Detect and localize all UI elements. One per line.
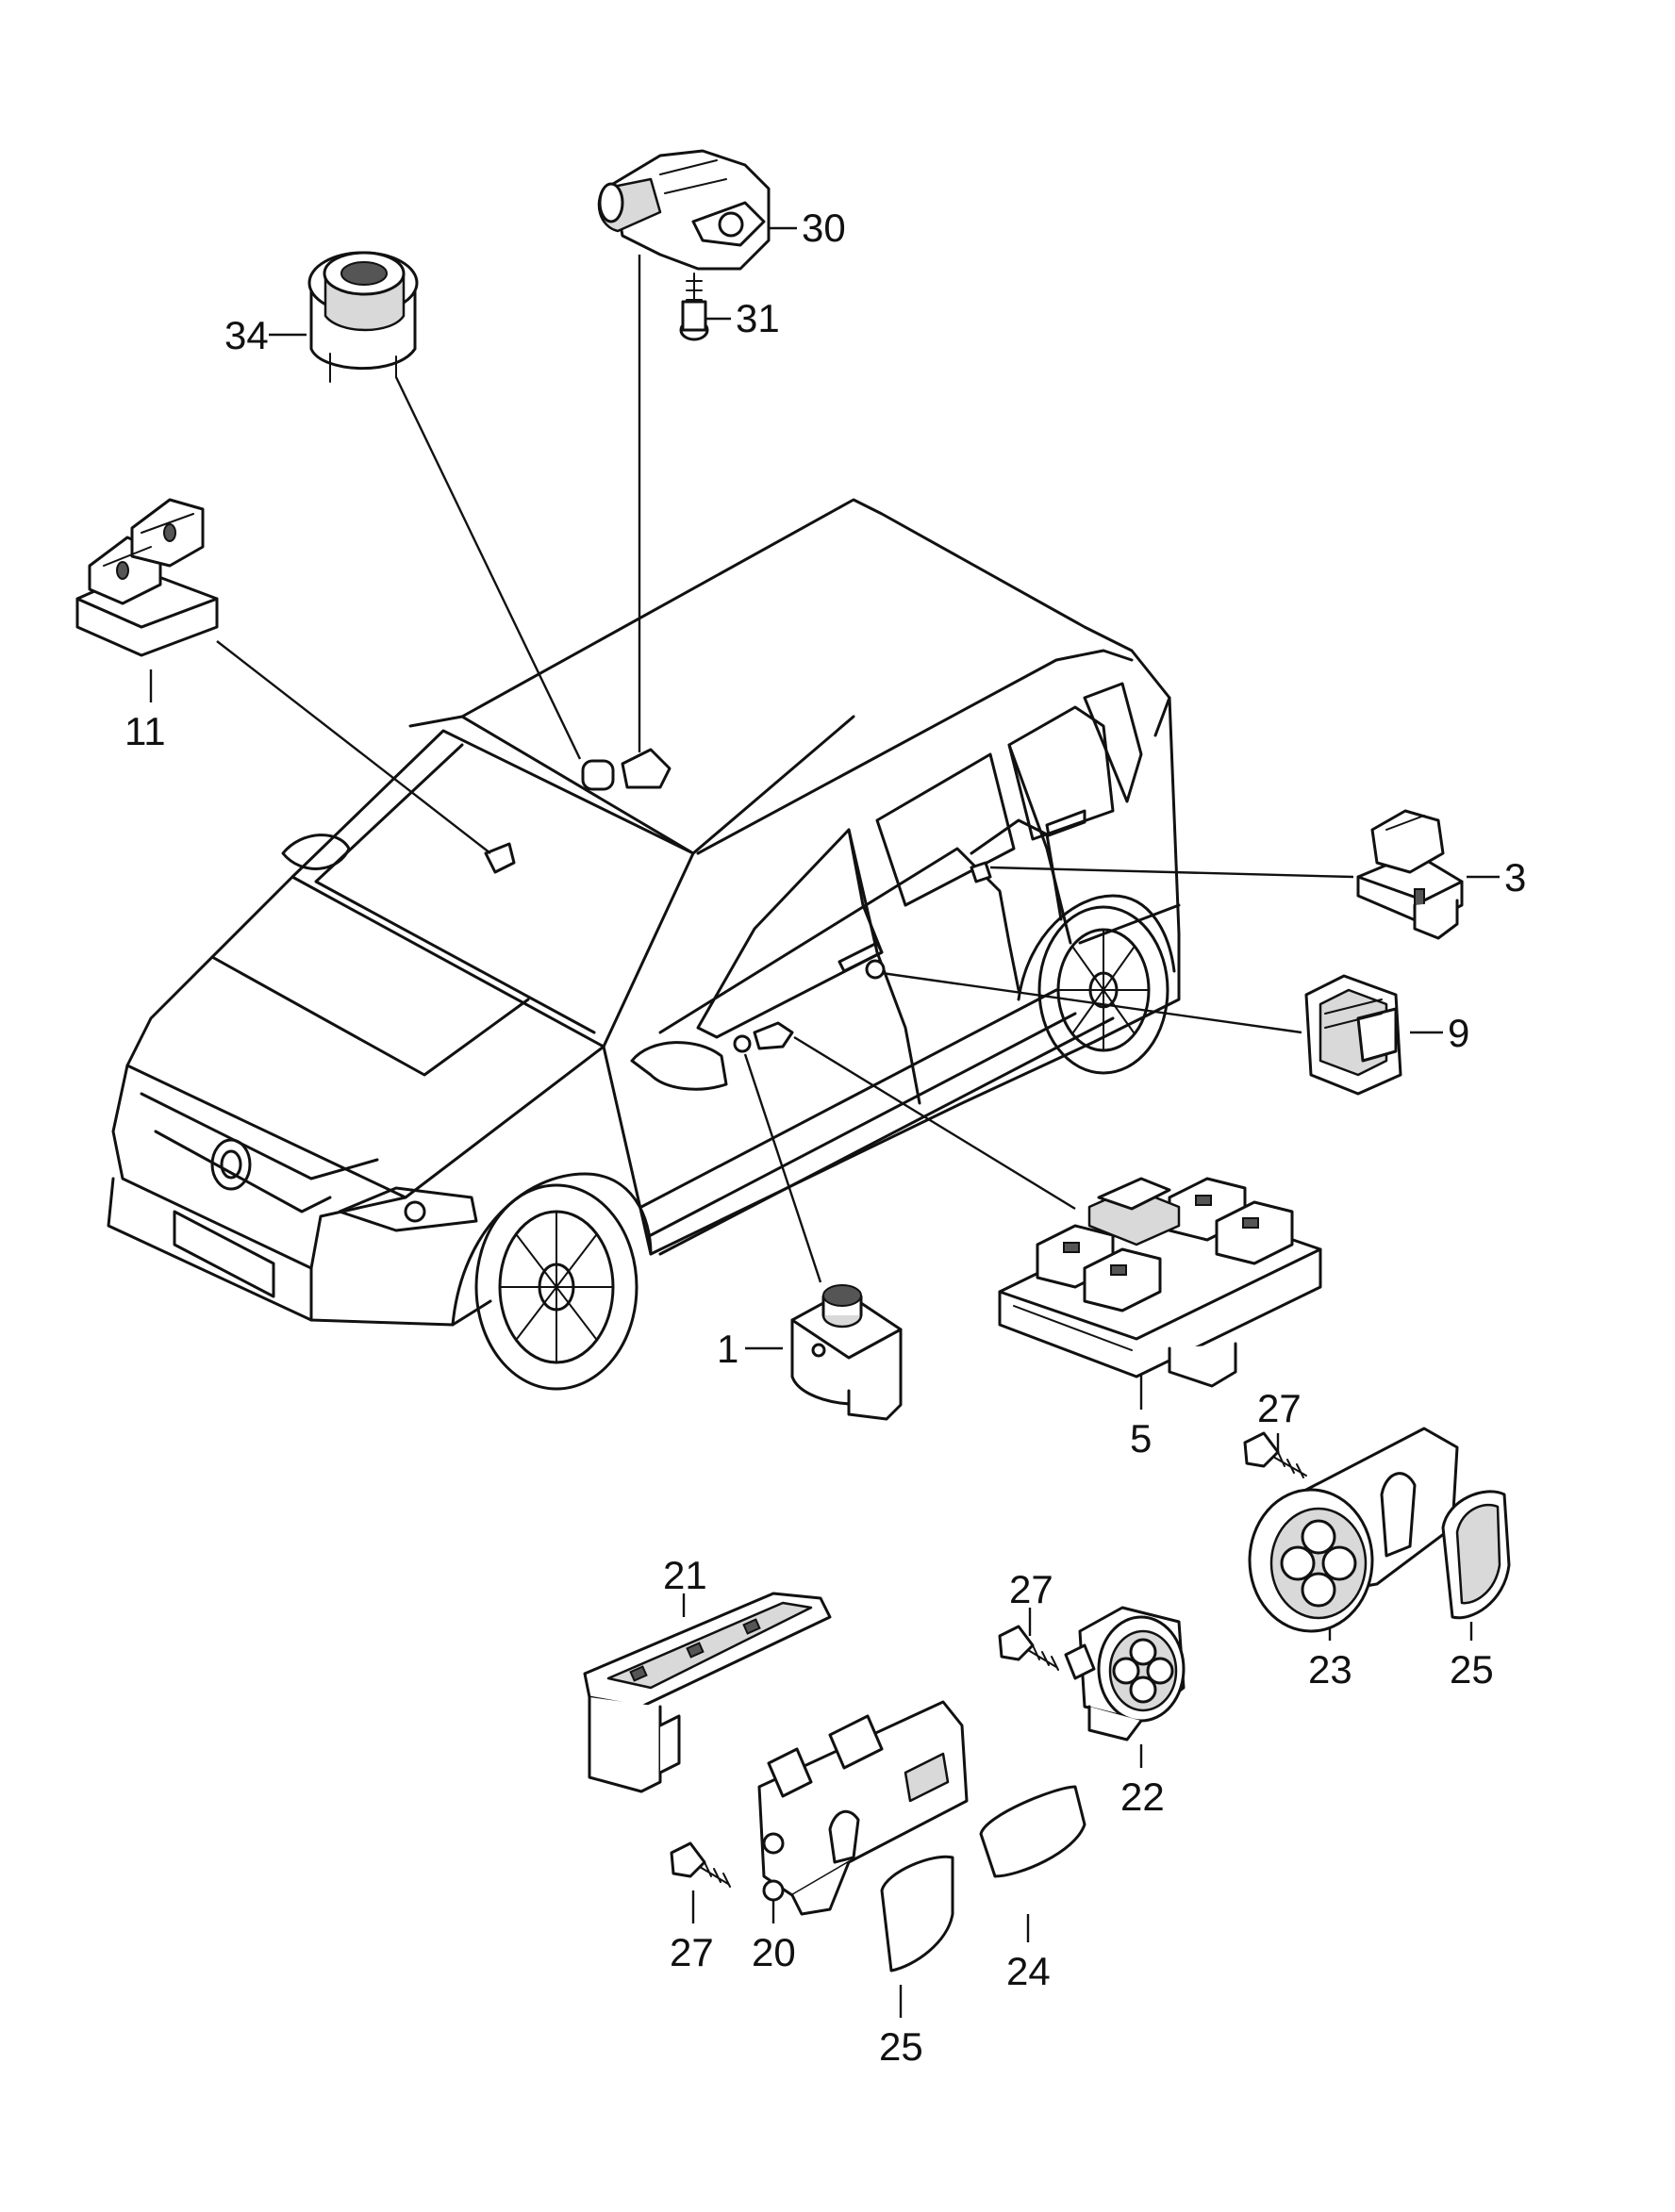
part-23-seat-adjust-switch <box>1248 1427 1459 1633</box>
part-27-screw-top <box>1243 1431 1307 1478</box>
part-5-master-window-switch <box>998 1177 1322 1388</box>
callout-5: 5 <box>1130 1416 1152 1461</box>
callout-27-middle: 27 <box>1009 1567 1053 1611</box>
callout-9: 9 <box>1448 1011 1469 1055</box>
callout-11: 11 <box>124 709 166 753</box>
part-24-cover <box>979 1785 1086 1878</box>
leader-lines <box>149 226 1500 2018</box>
callout-31: 31 <box>736 296 780 340</box>
callout-27-top: 27 <box>1257 1386 1302 1430</box>
part-25-cover-left <box>880 1855 954 1973</box>
callout-20: 20 <box>752 1930 796 1974</box>
part-27-screw-middle <box>998 1625 1059 1671</box>
callout-22: 22 <box>1120 1775 1165 1819</box>
part-34-rotary-switch <box>307 251 419 383</box>
callout-21: 21 <box>663 1553 707 1597</box>
part-22-seat-adjust-switch <box>1064 1606 1186 1742</box>
part-1-mirror-adjust-switch <box>790 1284 903 1421</box>
callout-3: 3 <box>1504 855 1526 900</box>
part-20-control-unit <box>757 1700 969 1916</box>
callout-34: 34 <box>224 313 269 357</box>
callout-25-right: 25 <box>1450 1647 1494 1692</box>
callout-1: 1 <box>717 1327 738 1371</box>
part-27-screw-bottom <box>670 1841 731 1888</box>
callout-23: 23 <box>1308 1647 1352 1692</box>
part-25-cover-right <box>1441 1490 1511 1620</box>
vehicle-illustration <box>107 498 1181 1391</box>
part-9-switch <box>1304 974 1402 1096</box>
part-31-screw <box>679 272 709 341</box>
callout-25-left: 25 <box>879 2024 923 2069</box>
part-30-actuator-motor <box>597 149 771 271</box>
callout-30: 30 <box>802 206 846 250</box>
callout-24: 24 <box>1006 1949 1051 1993</box>
callout-labels: 30 31 34 11 3 9 1 5 27 21 27 23 25 22 27… <box>124 206 1526 2069</box>
part-3-window-switch <box>1356 809 1464 940</box>
callout-27-bottom: 27 <box>670 1930 714 1974</box>
part-11-window-switch <box>75 498 219 657</box>
part-21-switch-panel <box>583 1592 832 1793</box>
